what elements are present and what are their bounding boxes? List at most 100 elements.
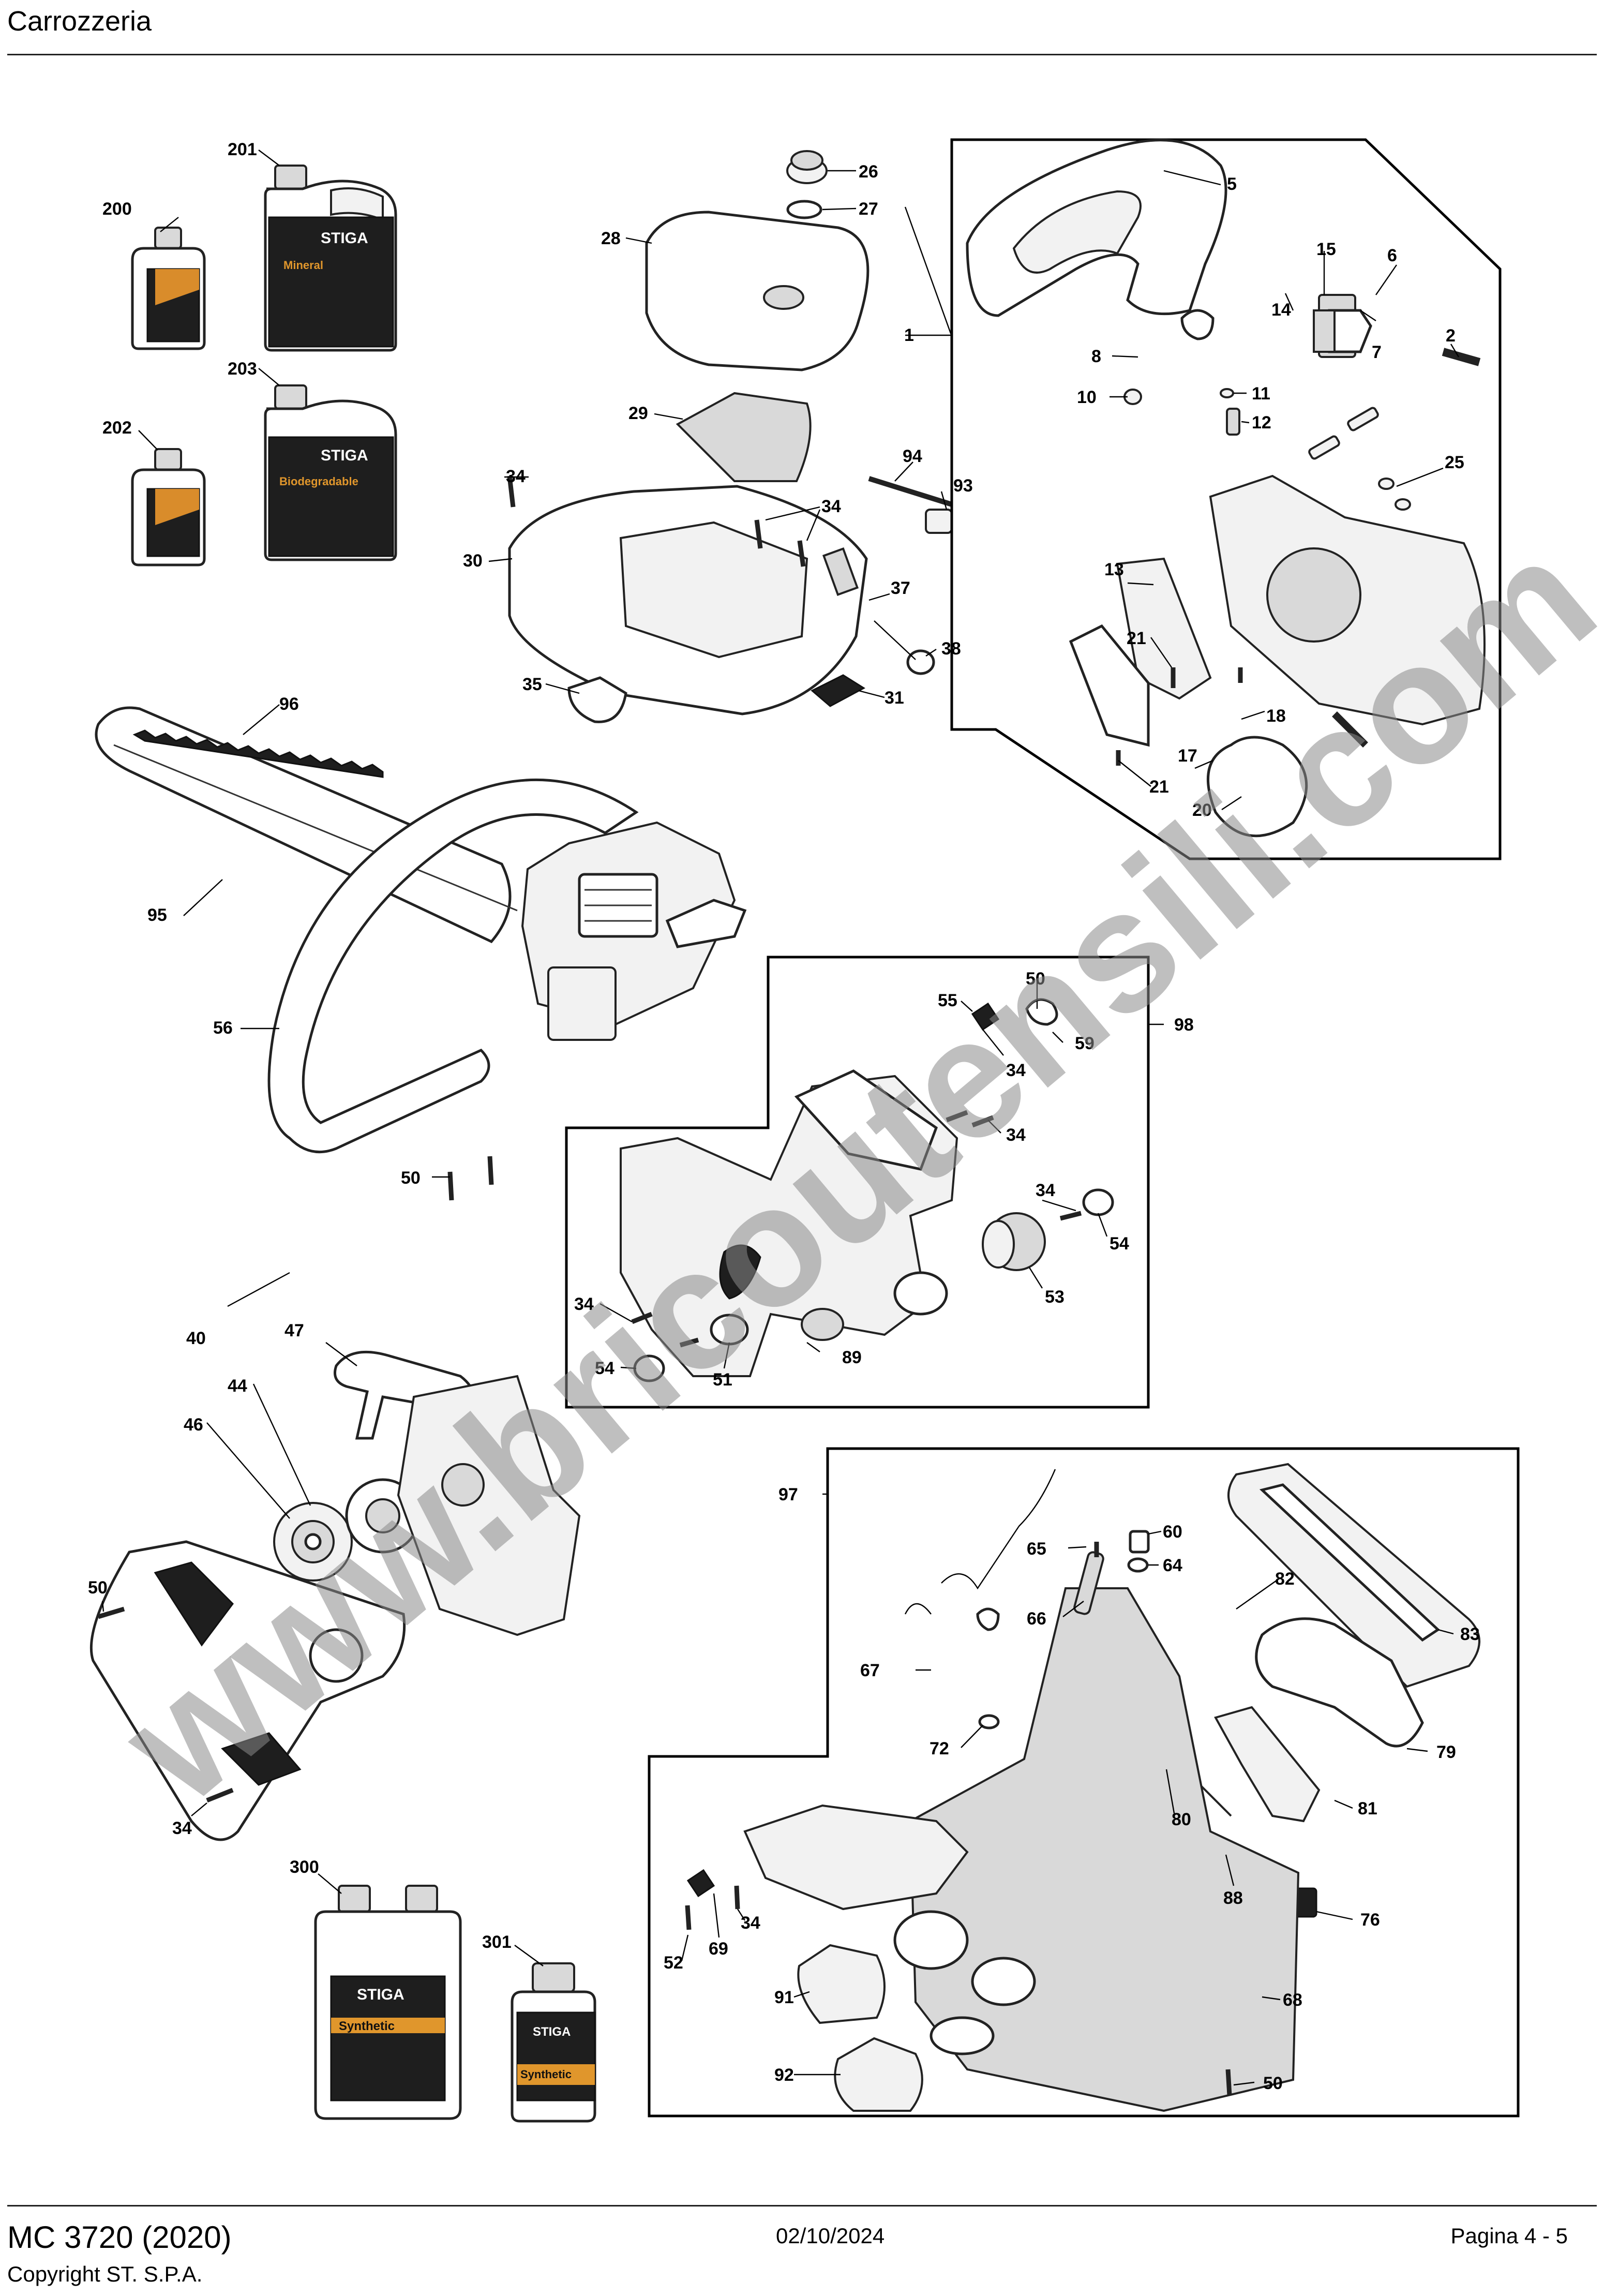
callout-67: 67 xyxy=(860,1661,880,1680)
callout-55: 55 xyxy=(938,991,957,1010)
callout-10: 10 xyxy=(1077,387,1097,407)
bottle-203-label: Biodegradable xyxy=(279,475,358,488)
callout-92: 92 xyxy=(774,2065,794,2085)
callout-8: 8 xyxy=(1091,347,1101,366)
callout-98: 98 xyxy=(1174,1015,1194,1035)
callout-40: 40 xyxy=(186,1329,206,1348)
callout-301: 301 xyxy=(482,1932,512,1952)
callout-76: 76 xyxy=(1360,1910,1380,1930)
callout-44: 44 xyxy=(228,1376,247,1396)
callout-27: 27 xyxy=(859,199,878,219)
callout-25: 25 xyxy=(1445,453,1464,472)
callout-34h: 34 xyxy=(741,1913,760,1933)
knob-26 xyxy=(786,150,828,184)
brake-band-20 xyxy=(1207,736,1308,838)
callout-31: 31 xyxy=(885,688,904,708)
print-date: 02/10/2024 xyxy=(776,2224,885,2248)
callout-5: 5 xyxy=(1227,174,1237,194)
tank-assembly-box xyxy=(648,1447,1520,2118)
callout-201: 201 xyxy=(228,140,257,159)
brand-label: STIGA xyxy=(357,1986,404,2003)
callout-80: 80 xyxy=(1172,1810,1191,1829)
bottle-201: STIGA Mineral xyxy=(264,165,397,352)
callout-11: 11 xyxy=(1252,384,1270,404)
callout-6: 6 xyxy=(1387,246,1397,265)
brand-label: STIGA xyxy=(321,447,368,464)
spring-18 xyxy=(1332,711,1368,748)
nut-93 xyxy=(925,509,953,534)
callout-50a: 50 xyxy=(401,1168,421,1188)
spring-55 xyxy=(971,1002,1000,1031)
callout-46: 46 xyxy=(184,1415,203,1435)
callout-300: 300 xyxy=(290,1857,319,1877)
callout-65: 65 xyxy=(1027,1539,1046,1559)
callout-34g: 34 xyxy=(172,1818,192,1838)
pin-38 xyxy=(906,649,935,675)
callout-82: 82 xyxy=(1275,1569,1295,1589)
front-handle-56 xyxy=(267,778,639,1154)
callout-52: 52 xyxy=(664,1953,683,1973)
cap-91 xyxy=(797,1944,886,2024)
callout-2: 2 xyxy=(1446,326,1456,346)
clip-small xyxy=(822,547,859,596)
callout-50c: 50 xyxy=(88,1578,108,1598)
plug-60 xyxy=(1129,1530,1150,1554)
callout-79: 79 xyxy=(1436,1742,1456,1762)
callout-30: 30 xyxy=(463,551,483,571)
chain-guide-13 xyxy=(1116,557,1212,700)
brand-label: STIGA xyxy=(533,2025,571,2039)
clip-31 xyxy=(811,674,865,707)
callout-68: 68 xyxy=(1283,1990,1302,2010)
screw-94 xyxy=(868,476,953,507)
model-name: MC 3720 (2020) xyxy=(7,2220,232,2255)
callout-17: 17 xyxy=(1178,746,1197,766)
callout-labels: 201 200 203 202 26 27 28 29 1 5 6 15 14 … xyxy=(88,140,1480,2093)
callout-1: 1 xyxy=(904,325,914,345)
air-filter-cover-28 xyxy=(645,211,870,371)
callout-15: 15 xyxy=(1316,240,1336,259)
engine-block xyxy=(521,821,747,1041)
bottle-201-label: Mineral xyxy=(283,259,323,272)
callout-69: 69 xyxy=(709,1939,728,1959)
copyright: Copyright ST. S.P.A. xyxy=(7,2262,203,2286)
callout-26: 26 xyxy=(859,162,878,182)
bottle-202 xyxy=(131,448,206,566)
o-ring-tank xyxy=(930,2016,995,2055)
callout-34e: 34 xyxy=(1036,1181,1055,1200)
plate-15 xyxy=(1313,309,1336,353)
bottle-200 xyxy=(131,227,206,350)
bolt-2 xyxy=(1442,348,1481,366)
callout-81: 81 xyxy=(1358,1799,1377,1818)
callout-21a: 21 xyxy=(1127,629,1146,648)
callout-7: 7 xyxy=(1372,342,1382,362)
air-filter-29 xyxy=(676,392,812,482)
o-ring-27 xyxy=(786,200,822,219)
guide-bar-95 xyxy=(95,706,518,944)
callout-97: 97 xyxy=(778,1485,798,1504)
av-mount-53 xyxy=(982,1212,1046,1271)
callout-21b: 21 xyxy=(1149,777,1169,797)
callout-200: 200 xyxy=(102,199,132,219)
callout-93: 93 xyxy=(953,476,973,496)
footer-divider xyxy=(7,2205,1597,2206)
callout-12: 12 xyxy=(1252,413,1271,433)
small-parts-brake xyxy=(1123,388,1411,511)
leader-lines xyxy=(101,150,1460,2086)
bottle-300-label: Synthetic xyxy=(339,2019,395,2033)
callout-20: 20 xyxy=(1192,800,1212,820)
spring-69 xyxy=(686,1869,715,1898)
chain-guard-79 xyxy=(1255,1617,1424,1748)
callout-95: 95 xyxy=(147,905,167,925)
brake-assembly-box xyxy=(950,138,1502,860)
callout-14: 14 xyxy=(1271,300,1291,320)
callout-202: 202 xyxy=(102,418,132,438)
starter-housing xyxy=(397,1375,581,1636)
bottle-203: STIGA Biodegradable xyxy=(264,384,397,561)
callout-13: 13 xyxy=(1104,560,1124,579)
callout-35: 35 xyxy=(522,675,542,694)
callout-37: 37 xyxy=(891,578,910,598)
pulley-46 xyxy=(273,1502,353,1582)
callout-96: 96 xyxy=(279,694,299,714)
callout-66: 66 xyxy=(1027,1609,1046,1629)
callout-203: 203 xyxy=(228,359,257,379)
